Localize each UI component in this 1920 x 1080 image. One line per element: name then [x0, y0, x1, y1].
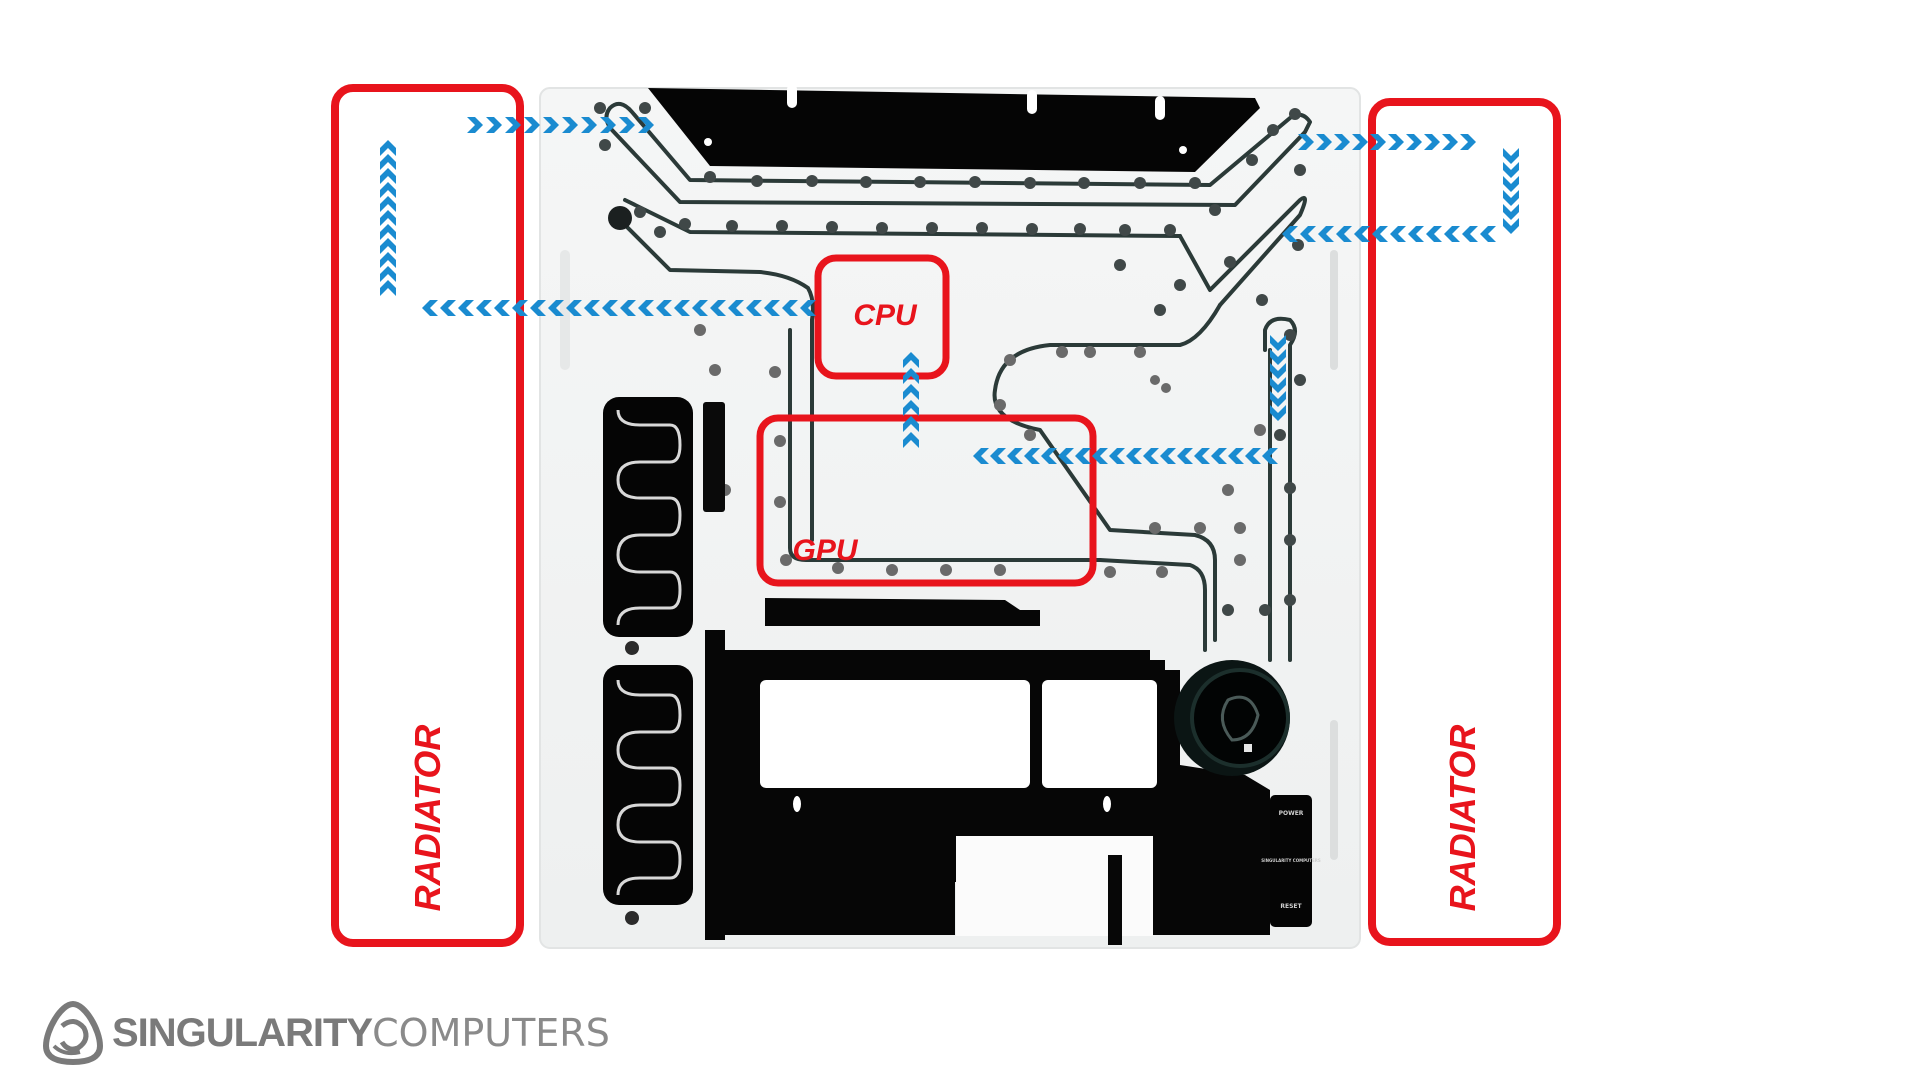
flow-chevron-left — [1444, 226, 1460, 242]
small-bracket — [703, 402, 725, 512]
coolant-channels — [604, 101, 1312, 662]
flow-chevron-left — [458, 300, 474, 316]
channel-screws — [594, 102, 1306, 616]
flow-chevron-up — [380, 154, 396, 170]
flow-chevron-left — [1390, 226, 1406, 242]
singularity-swirl-logo-icon — [42, 1000, 104, 1066]
flow-chevron-down — [1503, 190, 1519, 206]
gpu-highlight: GPU — [756, 414, 1097, 587]
flow-chevron-up — [380, 168, 396, 184]
flow-chevron-left — [422, 300, 438, 316]
flow-chevron-right — [1388, 134, 1404, 150]
brand-name-light: COMPUTERS — [372, 1011, 610, 1055]
io-power-label: POWER — [1279, 810, 1304, 817]
flow-chevron-left — [1480, 226, 1496, 242]
flow-chevron-down — [1503, 204, 1519, 220]
radiator-left-label: RADIATOR — [407, 725, 448, 912]
io-brand-label: SINGULARITY COMPUTERS — [1261, 858, 1321, 863]
flow-chevron-up — [380, 266, 396, 282]
flow-chevron-right — [1442, 134, 1458, 150]
radiator-right-label: RADIATOR — [1442, 725, 1483, 912]
flow-chevron-up — [380, 280, 396, 296]
radiator-left-highlight: RADIATOR — [331, 84, 524, 947]
flow-chevron-left — [440, 300, 456, 316]
pump-logo-icon — [1220, 695, 1260, 742]
flow-chevron-left — [1426, 226, 1442, 242]
flow-chevron-down — [1503, 148, 1519, 164]
flow-chevron-up — [380, 182, 396, 198]
io-reset-label: RESET — [1280, 903, 1302, 910]
io-panel: POWER SINGULARITY COMPUTERS RESET — [1261, 795, 1321, 927]
left-serpentine-module-bottom — [603, 665, 693, 925]
flow-chevron-up — [380, 196, 396, 212]
flow-chevron-up — [380, 252, 396, 268]
flow-chevron-left — [476, 300, 492, 316]
flow-chevron-down — [1503, 162, 1519, 178]
flow-chevron-right — [1460, 134, 1476, 150]
bottom-mount-bracket — [705, 598, 1270, 945]
flow-chevron-up — [380, 140, 396, 156]
left-serpentine-module-top — [603, 397, 693, 655]
pump-reservoir — [1174, 660, 1290, 776]
brand-logo: SINGULARITY COMPUTERS — [40, 998, 610, 1068]
flow-chevron-right — [486, 117, 502, 133]
flow-chevron-right — [467, 117, 483, 133]
flow-chevron-down — [1503, 218, 1519, 234]
flow-chevron-up — [380, 238, 396, 254]
cpu-label: CPU — [853, 299, 918, 332]
flow-chevron-left — [1408, 226, 1424, 242]
flow-chevron-left — [512, 300, 528, 316]
brand-name-bold: SINGULARITY — [112, 1010, 373, 1055]
flow-chevron-up — [380, 224, 396, 240]
top-radiator-bracket — [648, 84, 1260, 172]
flow-chevron-right — [524, 117, 540, 133]
flow-chevron-right — [1424, 134, 1440, 150]
radiator-right-highlight: RADIATOR — [1368, 98, 1561, 946]
cpu-highlight: CPU — [814, 254, 950, 380]
gpu-label: GPU — [792, 534, 858, 567]
flow-chevron-left — [1462, 226, 1478, 242]
flow-chevron-up — [380, 210, 396, 226]
flow-chevron-right — [1406, 134, 1422, 150]
flow-chevron-down — [1503, 176, 1519, 192]
flow-chevron-left — [494, 300, 510, 316]
